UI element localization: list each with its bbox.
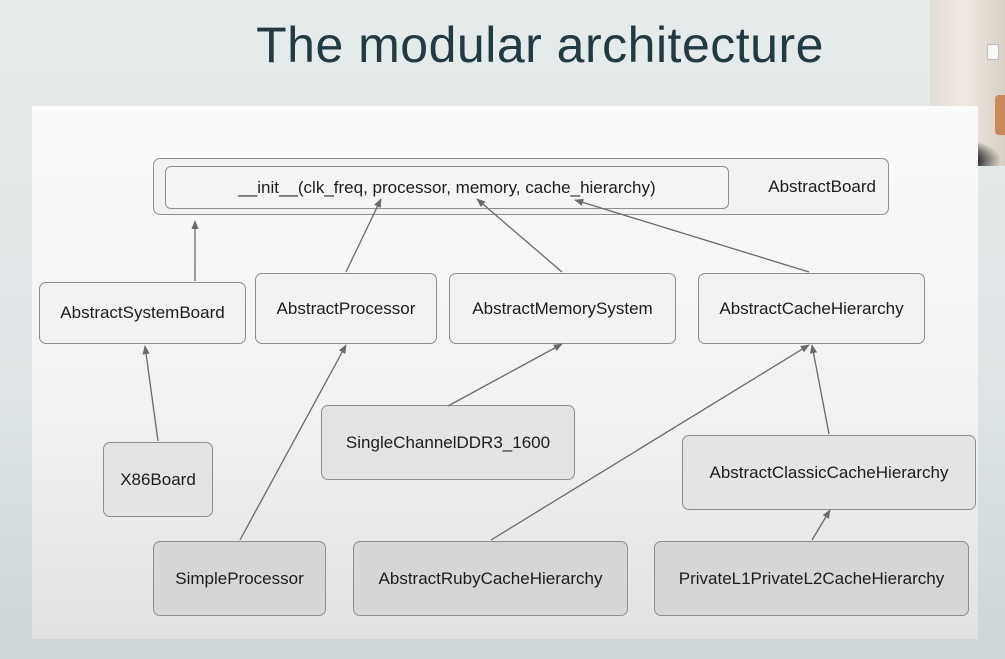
abstract-memory-system-label: AbstractMemorySystem: [472, 298, 653, 318]
private-l1-private-l2-label: PrivateL1PrivateL2CacheHierarchy: [678, 568, 945, 588]
webcam-sign: [987, 44, 999, 60]
abstract-cache-hierarchy-box: AbstractCacheHierarchy: [698, 273, 925, 344]
single-channel-ddr3-box: SingleChannelDDR3_1600: [321, 405, 575, 480]
abstract-ruby-cache-hierarchy-label: AbstractRubyCacheHierarchy: [378, 568, 603, 588]
simple-processor-label: SimpleProcessor: [175, 568, 304, 588]
simple-processor-box: SimpleProcessor: [153, 541, 326, 616]
abstract-classic-cache-hierarchy-box: AbstractClassicCacheHierarchy: [682, 435, 976, 510]
x86-board-box: X86Board: [103, 442, 213, 517]
init-signature-box: __init__(clk_freq, processor, memory, ca…: [165, 166, 729, 209]
abstract-memory-system-box: AbstractMemorySystem: [449, 273, 676, 344]
abstract-board-label: AbstractBoard: [768, 176, 876, 196]
private-l1-private-l2-box: PrivateL1PrivateL2CacheHierarchy: [654, 541, 969, 616]
abstract-system-board-label: AbstractSystemBoard: [60, 303, 225, 322]
init-signature-text: __init__(clk_freq, processor, memory, ca…: [238, 177, 656, 197]
x86-board-label: X86Board: [120, 469, 196, 489]
slide-title: The modular architecture: [256, 17, 824, 73]
abstract-processor-label: AbstractProcessor: [276, 298, 416, 318]
abstract-cache-hierarchy-label: AbstractCacheHierarchy: [719, 298, 904, 318]
single-channel-ddr3-label: SingleChannelDDR3_1600: [345, 432, 551, 452]
abstract-system-board-box: AbstractSystemBoard: [39, 282, 246, 344]
abstract-processor-box: AbstractProcessor: [255, 273, 437, 344]
abstract-classic-cache-hierarchy-label: AbstractClassicCacheHierarchy: [709, 462, 949, 482]
webcam-figure: [995, 95, 1005, 135]
abstract-ruby-cache-hierarchy-box: AbstractRubyCacheHierarchy: [353, 541, 628, 616]
